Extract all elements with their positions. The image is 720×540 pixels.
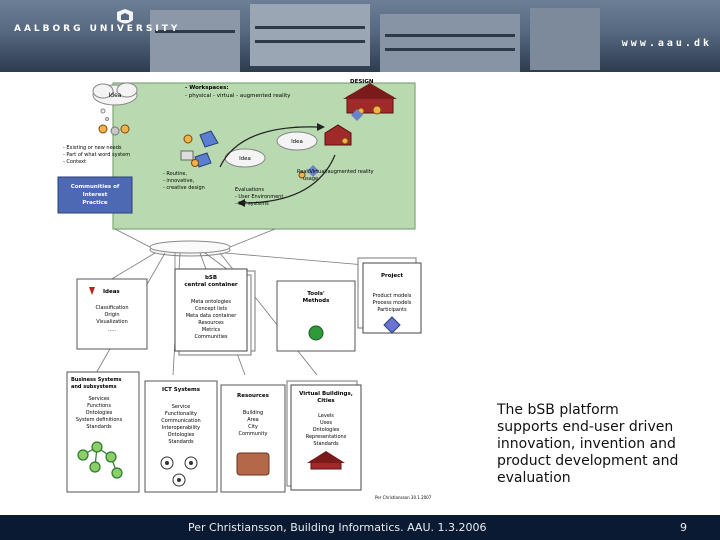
business-subtitle: and subsystems — [71, 384, 117, 390]
evaluation-item-2: - ICT systems — [235, 201, 269, 207]
evaluation-item-1: - User Environment — [235, 194, 283, 200]
ict-title: ICT Systems — [162, 387, 201, 393]
business-title: Business Systems — [71, 377, 122, 383]
needs-line-3: - Context — [63, 159, 86, 165]
ideas-item: Classification — [95, 305, 128, 311]
virtual-buildings-box — [290, 384, 362, 491]
ideas-box — [76, 278, 148, 350]
design-house-icon — [343, 83, 397, 121]
people-icons-left — [98, 124, 130, 136]
idea-cloud-center: Idea — [224, 148, 266, 168]
page-number: 9 — [680, 521, 687, 534]
footer-text: Per Christiansson, Building Informatics.… — [188, 521, 487, 534]
communities-line-1: Communities of — [71, 184, 120, 190]
ict-systems-box — [144, 380, 218, 493]
idea-cloud-right: Idea — [276, 131, 318, 151]
virtual-buildings-subtitle: Cities — [317, 398, 335, 404]
network-molecule-icon — [77, 441, 123, 479]
resources-item: City — [248, 424, 258, 430]
business-item: System definitions — [76, 417, 123, 423]
ideas-item: Origin — [104, 312, 119, 318]
building-photo — [530, 8, 600, 70]
resources-title: Resources — [237, 393, 270, 399]
project-title: Project — [381, 273, 403, 279]
business-item: Standards — [86, 424, 112, 430]
building-photo — [150, 10, 240, 72]
communities-line-3: Practice — [82, 200, 107, 206]
bsb-item: Metrics — [202, 327, 221, 333]
ict-item: Standards — [168, 439, 194, 445]
tools-sphere-icon — [308, 325, 324, 341]
business-systems-box — [66, 371, 140, 493]
real-virtual-line-1: Real/Virtual/augmented reality — [297, 169, 374, 175]
bsb-item: Meta data container — [186, 313, 237, 319]
routine-line-2: - innovative, — [163, 178, 195, 184]
resources-item: Area — [247, 417, 259, 423]
needs-line-1: - Existing or new needs — [63, 145, 122, 151]
routine-line-3: - creative design — [163, 185, 205, 191]
needs-line-2: - Part of what word system — [63, 152, 130, 158]
virtual-buildings-item: Uses — [320, 420, 332, 426]
diagram-credit: Per Christiansson 30.1.2007 — [375, 495, 432, 500]
project-item: Process models — [373, 300, 412, 306]
ict-item: Interoperability — [162, 425, 200, 431]
bsb-central-container-box — [174, 268, 248, 352]
bsb-subtitle: central container — [184, 282, 238, 288]
project-diamond-icon — [383, 316, 401, 334]
footer-bar — [0, 515, 720, 540]
reel-icons — [160, 456, 198, 487]
resources-box — [220, 384, 286, 493]
virtual-buildings-item: Representations — [306, 434, 347, 440]
workspaces-label: - Workspaces: — [185, 85, 229, 91]
resource-block-icon — [236, 452, 270, 476]
tools-title: Tools' — [307, 291, 325, 297]
building-photo — [250, 4, 370, 66]
ideas-title: Ideas — [103, 289, 120, 295]
ict-item: Service — [172, 404, 190, 410]
routine-line-1: - Routine, — [163, 171, 187, 177]
virtual-buildings-item: Standards — [313, 441, 339, 447]
business-item: Ontologies — [86, 410, 113, 416]
university-crest-icon — [117, 9, 133, 24]
resources-item: Community — [239, 431, 268, 437]
communities-box — [57, 176, 133, 214]
idea-b-label: Idea — [239, 156, 251, 162]
communities-line-2: Interest — [83, 192, 108, 198]
real-virtual-line-2: usage — [303, 176, 318, 182]
virtual-buildings-item: Ontologies — [313, 427, 340, 433]
evaluations-label: Evaluations — [235, 187, 264, 193]
ict-item: Functionality — [165, 411, 197, 417]
virtual-house-icon — [307, 451, 345, 470]
ict-item: Ontologies — [168, 432, 195, 438]
bsb-platform-diagram: Idea - Workspaces: - physical - virtual … — [57, 79, 432, 500]
ideas-item: Visualization — [96, 319, 128, 325]
ict-item: Communication — [161, 418, 200, 424]
virtual-buildings-title: Virtual Buildings, — [299, 391, 353, 397]
house-icon-small — [324, 124, 352, 146]
workspace-types: - physical - virtual - augmented reality — [185, 93, 291, 99]
bsb-item: Communities — [194, 334, 227, 340]
slide-caption: The bSB platform supports end-user drive… — [497, 402, 679, 486]
idea-a-label: Idea — [291, 139, 303, 145]
ideas-item: ..... — [108, 327, 116, 333]
business-item: Functions — [87, 403, 111, 409]
bsb-title: bSB — [205, 275, 217, 281]
business-item: Services — [88, 396, 109, 402]
university-logo-text[interactable]: AALBORG UNIVERSITY — [14, 24, 181, 34]
design-label: DESIGN — [350, 79, 374, 85]
bsb-item: Concept lists — [195, 306, 228, 312]
bsb-item: Meta ontologies — [191, 299, 231, 305]
project-item: Product models — [373, 293, 412, 299]
building-photo — [380, 14, 520, 72]
virtual-buildings-item: Levels — [318, 413, 334, 419]
project-item: Participants — [377, 307, 407, 313]
website-url[interactable]: www.aau.dk — [621, 38, 712, 49]
tools-subtitle: Methods — [303, 298, 330, 304]
idea-top-label: Idea — [109, 92, 122, 99]
header-banner — [0, 0, 720, 72]
bsb-item: Resources — [198, 320, 224, 326]
resources-item: Building — [243, 410, 263, 416]
idea-cloud-top: Idea — [92, 82, 138, 106]
